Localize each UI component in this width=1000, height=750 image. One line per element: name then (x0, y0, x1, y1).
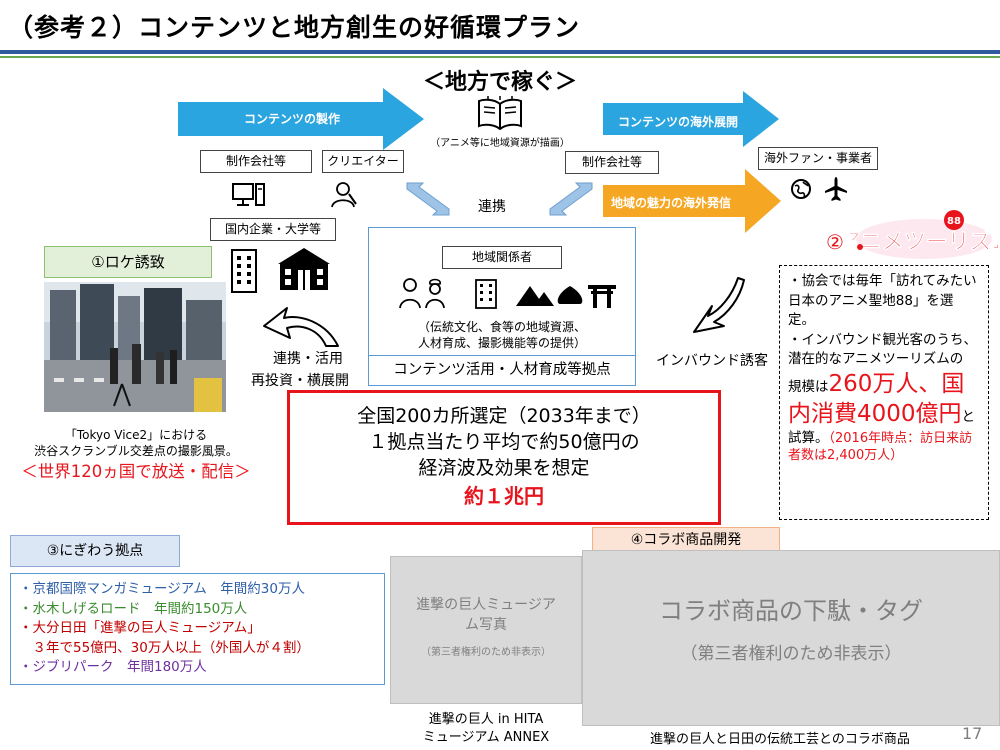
creator-icon (330, 180, 358, 208)
summary-line-3: 経済波及効果を想定 (418, 457, 590, 479)
museum-placeholder-note: （第三者権利のため非表示） (421, 647, 551, 658)
link-double-arrow-right (548, 180, 594, 218)
collab-goods-placeholder: コラボ商品の下駄・タグ （第三者権利のため非表示） (582, 550, 1000, 726)
location-caption-1: 「Tokyo Vice2」における (64, 428, 208, 442)
anime-tourism-red-a: 260万人、 (828, 370, 942, 397)
production-company-left-box: 制作会社等 (200, 150, 312, 173)
university-building-icon (276, 246, 332, 292)
shrine-gate-icon (588, 285, 616, 308)
chef-icon (425, 278, 445, 309)
anime-tourism-p3-note: （2016年時点：訪日来訪者数は2,400万人） (788, 430, 973, 464)
mountain-icon (516, 286, 554, 306)
building-small-icon (475, 279, 497, 309)
museum-placeholder-line-2: ム写真 (465, 617, 507, 633)
goods-placeholder-note: （第三者権利のため非表示） (680, 644, 902, 664)
content-production-label: コンテンツの製作 (244, 112, 341, 126)
title-rule-green (0, 56, 1000, 58)
svg-text:88: 88 (947, 216, 961, 227)
busy-spot-item: ・京都国際マンガミュージアム 年間約30万人 (19, 581, 305, 597)
museum-placeholder-line-1: 進撃の巨人ミュージア (416, 597, 556, 613)
busy-spot-item: ３年で55億円、30万人以上（外国人が４割） (19, 639, 310, 656)
center-heading: ＜地方で稼ぐ＞ (422, 70, 577, 95)
inbound-arrow (690, 276, 746, 338)
location-filming-photo (44, 282, 226, 412)
renkei-katsuyo-label: 連携・活用 (273, 351, 343, 367)
anime-tourism-logo: アニメツーリズム 88 (850, 205, 998, 263)
airplane-icon (824, 176, 848, 202)
hub-title: 地域関係者 (442, 246, 562, 269)
busy-spots-heading: ③にぎわう拠点 (10, 535, 180, 567)
reinvest-label: 再投資・横展開 (251, 373, 349, 389)
title-rule-blue (0, 50, 1000, 54)
overseas-expansion-arrow (603, 91, 779, 147)
center-subtitle: （アニメ等に地域資源が描画） (430, 138, 570, 149)
goods-caption: 進撃の巨人と日田の伝統工芸とのコラボ商品 (650, 732, 910, 747)
globe-icon (790, 178, 812, 200)
anime-tourism-red-b: 国内消費4000 (788, 370, 965, 427)
reinvest-curved-arrow (260, 296, 344, 348)
summary-line-4: 約１兆円 (464, 484, 544, 508)
anime-tourism-number: ② (826, 230, 844, 254)
onigiri-icon (557, 286, 583, 304)
busy-spot-item: ・水木しげるロード 年間約150万人 (19, 600, 248, 617)
link-double-arrow-left (405, 180, 451, 218)
location-caption-2: 渋谷スクランブル交差点の撮影風景。 (34, 444, 238, 458)
goods-placeholder-title: コラボ商品の下駄・タグ (659, 597, 923, 625)
page-title: （参考２）コンテンツと地方創生の好循環プラン (8, 13, 581, 42)
summary-panel: 全国200カ所選定（2033年まで） １拠点当たり平均で約50億円の 経済波及効… (287, 390, 721, 525)
hub-icons-row (398, 276, 618, 310)
location-highlight: ＜世界120ヵ国で放送・配信＞ (21, 462, 251, 481)
regional-appeal-arrow (603, 169, 781, 233)
office-building-icon (230, 248, 258, 294)
hub-desc-2: 人材育成、撮影機能等の提供） (417, 336, 586, 350)
anime-tourism-p3-suffix: と試算。 (788, 408, 976, 446)
anime-tourism-p1: ・協会では毎年「訪れてみたい日本のアニメ聖地88」を選定。 (788, 273, 977, 329)
page-number: 17 (962, 724, 983, 743)
hub-desc-1: （伝統文化、食等の地域資源、 (417, 320, 586, 334)
location-heading: ①ロケ誘致 (44, 246, 212, 278)
collab-heading: ④コラボ商品開発 (592, 527, 780, 553)
summary-line-2: １拠点当たり平均で約50億円の (368, 431, 640, 453)
computer-icon (232, 182, 266, 208)
open-book-icon (476, 96, 524, 132)
anime-tourism-red-c: 億円 (915, 400, 962, 427)
museum-caption-2: ミュージアム ANNEX (422, 730, 550, 745)
museum-photo-placeholder: 進撃の巨人ミュージア ム写真 （第三者権利のため非表示） (390, 556, 582, 704)
elder-person-icon (399, 278, 421, 309)
inbound-label: インバウンド誘客 (656, 353, 768, 369)
domestic-companies-box: 国内企業・大学等 (210, 218, 336, 241)
overseas-expansion-label: コンテンツの海外展開 (618, 115, 739, 129)
anime-tourism-p3-prefix: 規模は (788, 378, 829, 395)
renkei-label: 連携 (478, 199, 506, 215)
hub-footer: コンテンツ活用・人材育成等拠点 (368, 355, 636, 386)
anime-tourism-p2: ・インバウンド観光客のうち、潜在的なアニメツーリズムの (788, 331, 977, 368)
regional-appeal-label: 地域の魅力の海外発信 (611, 196, 732, 210)
summary-line-1: 全国200カ所選定（2033年まで） (357, 405, 651, 427)
production-company-right-box: 制作会社等 (565, 151, 659, 174)
museum-caption-1: 進撃の巨人 in HITA (428, 712, 544, 727)
anime-tourism-panel: ・協会では毎年「訪れてみたい日本のアニメ聖地88」を選定。 ・インバウンド観光客… (779, 265, 989, 520)
svg-text:アニメツーリズム: アニメツーリズム (850, 229, 998, 255)
content-production-arrow (178, 88, 424, 150)
creator-box: クリエイター (322, 150, 404, 173)
busy-spot-item: ・ジブリパーク 年間180万人 (19, 659, 207, 675)
overseas-fans-box: 海外ファン・事業者 (758, 147, 878, 170)
busy-spot-item: ・大分日田「進撃の巨人ミュージアム」 (19, 620, 261, 636)
busy-spots-list: ・京都国際マンガミュージアム 年間約30万人 ・水木しげるロード 年間約150万… (10, 573, 385, 685)
